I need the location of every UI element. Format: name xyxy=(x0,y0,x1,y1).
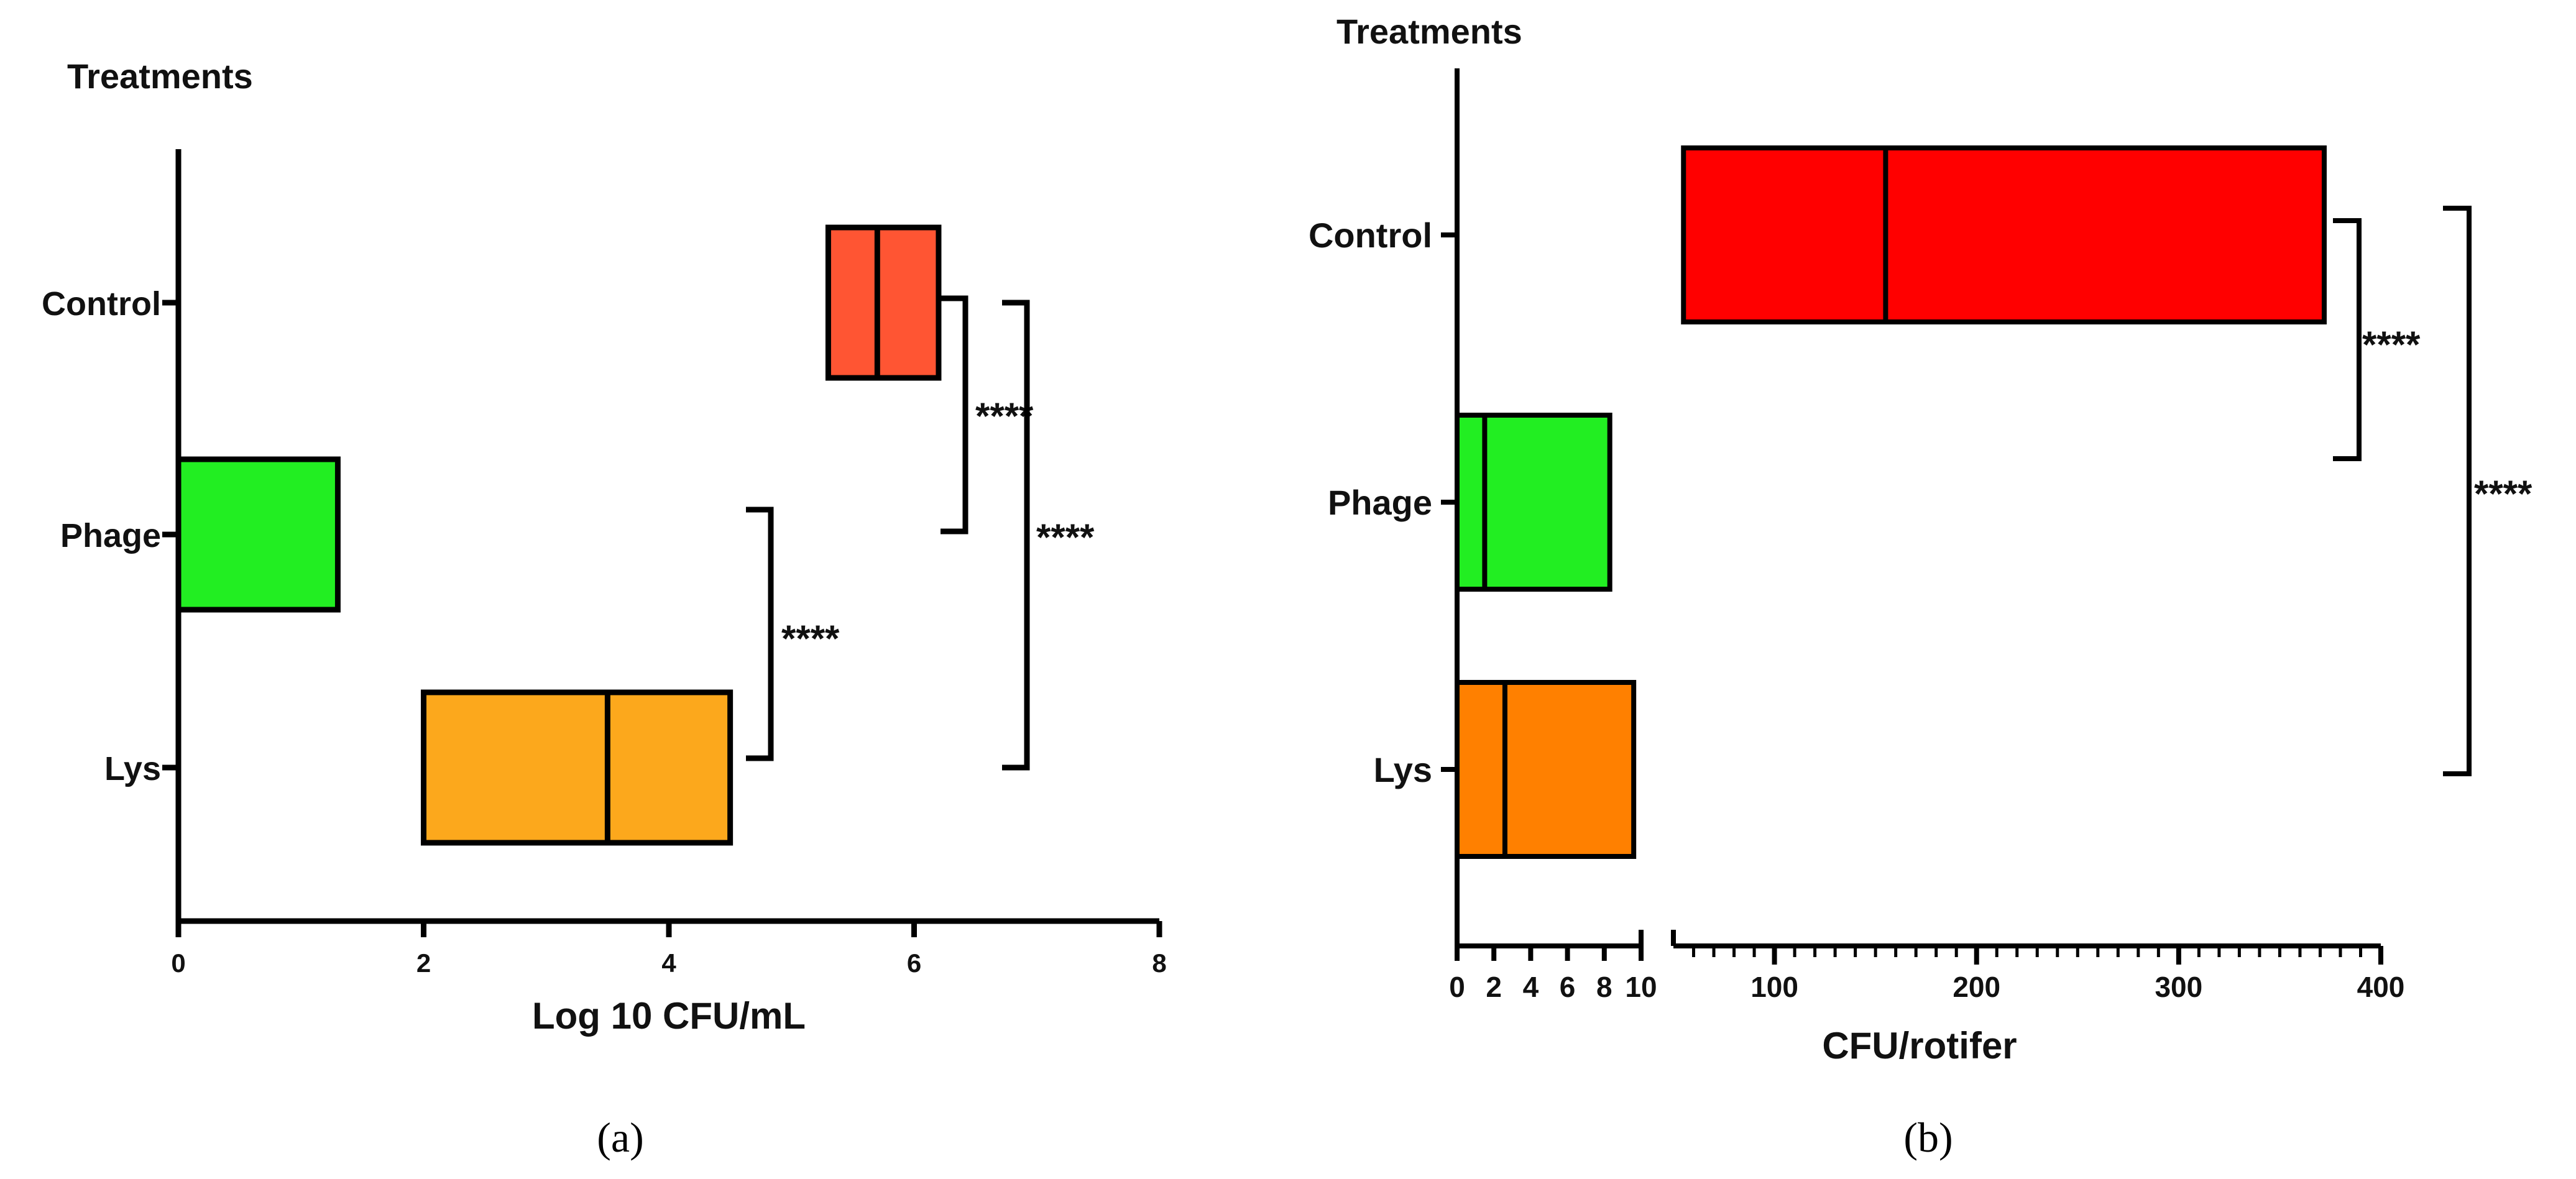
panel-a-y-tick-label-phage: Phage xyxy=(60,517,161,554)
panel-b-y-tick-label-lys: Lys xyxy=(1374,750,1432,789)
panel-a-bar-lys xyxy=(421,689,734,846)
panel-a-y-tick-label-lys: Lys xyxy=(104,750,161,787)
panel-a-significance-bracket xyxy=(941,295,968,534)
panel-a-x-axis-label: Log 10 CFU/mL xyxy=(532,995,806,1037)
panel-a-bar-phage xyxy=(175,456,341,613)
panel-a-x-tick-label-0: 0 xyxy=(171,948,185,978)
panel-b-significance-label: **** xyxy=(2474,473,2532,515)
panel-b-y-tick-label-control: Control xyxy=(1309,216,1432,255)
panel-a-x-tick-label-2: 2 xyxy=(416,948,431,978)
panel-a-title: Treatments xyxy=(67,57,253,96)
panel-b-significance-label: **** xyxy=(2362,324,2421,365)
panel-a-significance-label: **** xyxy=(975,395,1034,437)
panel-b-x-tick-label-4: 4 xyxy=(1523,971,1539,1003)
panel-a-significance-label: **** xyxy=(781,618,840,659)
panel-b-x-tick-label-2: 2 xyxy=(1486,971,1502,1003)
panel-b-x-tick-label-6: 6 xyxy=(1560,971,1576,1003)
panel-a-y-tick-label-control: Control xyxy=(42,285,161,323)
panel-b-x-tick-label-10: 10 xyxy=(1625,971,1657,1003)
panel-b-x-tick-label-300: 300 xyxy=(2155,971,2202,1003)
panel-b-significance-bracket xyxy=(2333,218,2362,461)
panel-a-significance-bracket xyxy=(746,507,774,761)
panel-b-bar-control xyxy=(1681,145,2327,324)
panel-b-significance-bracket xyxy=(2443,206,2472,776)
panel-b-bar-lys xyxy=(1455,680,1637,859)
panel-b-x-tick-label-200: 200 xyxy=(1953,971,2000,1003)
panel-a-caption: (a) xyxy=(597,1114,643,1161)
panel-b-x-tick-label-0: 0 xyxy=(1449,971,1465,1003)
panel-a-bar-control xyxy=(825,224,942,381)
panel-a-significance-bracket xyxy=(1002,300,1030,771)
panel-b-bar-phage xyxy=(1455,413,1612,592)
panel-b-x-tick-label-100: 100 xyxy=(1750,971,1798,1003)
panel-b-x-tick-label-8: 8 xyxy=(1596,971,1612,1003)
panel-b-title: Treatments xyxy=(1336,12,1522,51)
panel-b-x-axis-label: CFU/rotifer xyxy=(1822,1025,2017,1067)
panel-a-x-tick-label-8: 8 xyxy=(1152,948,1166,978)
panel-b-caption: (b) xyxy=(1903,1114,1953,1161)
panel-a-significance-label: **** xyxy=(1036,516,1095,558)
panel-a-x-tick-label-6: 6 xyxy=(907,948,921,978)
panel-a-x-tick-label-4: 4 xyxy=(661,948,676,978)
panel-b-x-tick-label-400: 400 xyxy=(2357,971,2405,1003)
panel-b-y-tick-label-phage: Phage xyxy=(1328,483,1432,522)
